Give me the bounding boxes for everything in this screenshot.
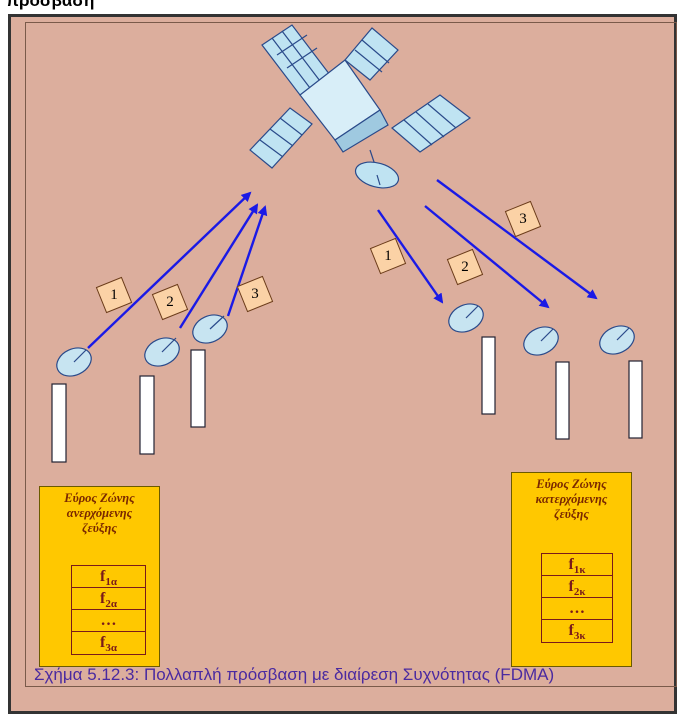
uplink-dish-2-icon bbox=[139, 337, 180, 455]
downlink-arrow-3 bbox=[436, 179, 598, 300]
uplink-arrows bbox=[87, 191, 268, 349]
downlink-bandwidth-title: Εύρος Ζώνης κατερχόμενης ζεύξης bbox=[535, 477, 608, 521]
uplink-dish-1-icon bbox=[51, 347, 92, 463]
uplink-freq-2: f2α bbox=[72, 588, 145, 610]
diagram-inner-frame bbox=[25, 22, 677, 687]
downlink-dish-3-icon bbox=[599, 325, 643, 439]
downlink-arrow-2 bbox=[424, 205, 550, 309]
downlink-freq-2: f2κ bbox=[542, 576, 612, 598]
uplink-arrow-2 bbox=[178, 203, 259, 329]
uplink-arrow-1 bbox=[87, 191, 252, 349]
uplink-frequency-list: f1α f2α … f3α bbox=[71, 565, 146, 655]
downlink-bandwidth-box: Εύρος Ζώνης κατερχόμενης ζεύξης f1κ f2κ … bbox=[511, 472, 632, 667]
downlink-freq-ellipsis: … bbox=[542, 598, 612, 620]
cropped-header-text: πρόσβαση bbox=[6, 0, 95, 10]
downlink-freq-1: f1κ bbox=[542, 554, 612, 576]
downlink-dish-1-icon bbox=[448, 303, 496, 415]
uplink-bandwidth-title: Εύρος Ζώνης ανερχόμενης ζεύξης bbox=[64, 491, 135, 535]
uplink-freq-ellipsis: … bbox=[72, 610, 145, 632]
downlink-arrow-1 bbox=[377, 209, 444, 304]
figure-caption: Σχήμα 5.12.3: Πολλαπλή πρόσβαση με διαίρ… bbox=[34, 665, 555, 684]
uplink-dish-3-icon bbox=[190, 314, 228, 428]
satellite-icon bbox=[249, 24, 472, 189]
uplink-arrow-3 bbox=[226, 205, 268, 317]
uplink-freq-3: f3α bbox=[100, 634, 117, 655]
downlink-arrows bbox=[377, 179, 598, 309]
downlink-dish-2-icon bbox=[523, 326, 570, 440]
uplink-freq-1: f1α bbox=[72, 566, 145, 588]
uplink-bandwidth-box: Εύρος Ζώνης ανερχόμενης ζεύξης f1α f2α …… bbox=[39, 486, 160, 667]
downlink-freq-3: f3κ bbox=[568, 622, 586, 643]
downlink-frequency-list: f1κ f2κ … f3κ bbox=[541, 553, 613, 643]
